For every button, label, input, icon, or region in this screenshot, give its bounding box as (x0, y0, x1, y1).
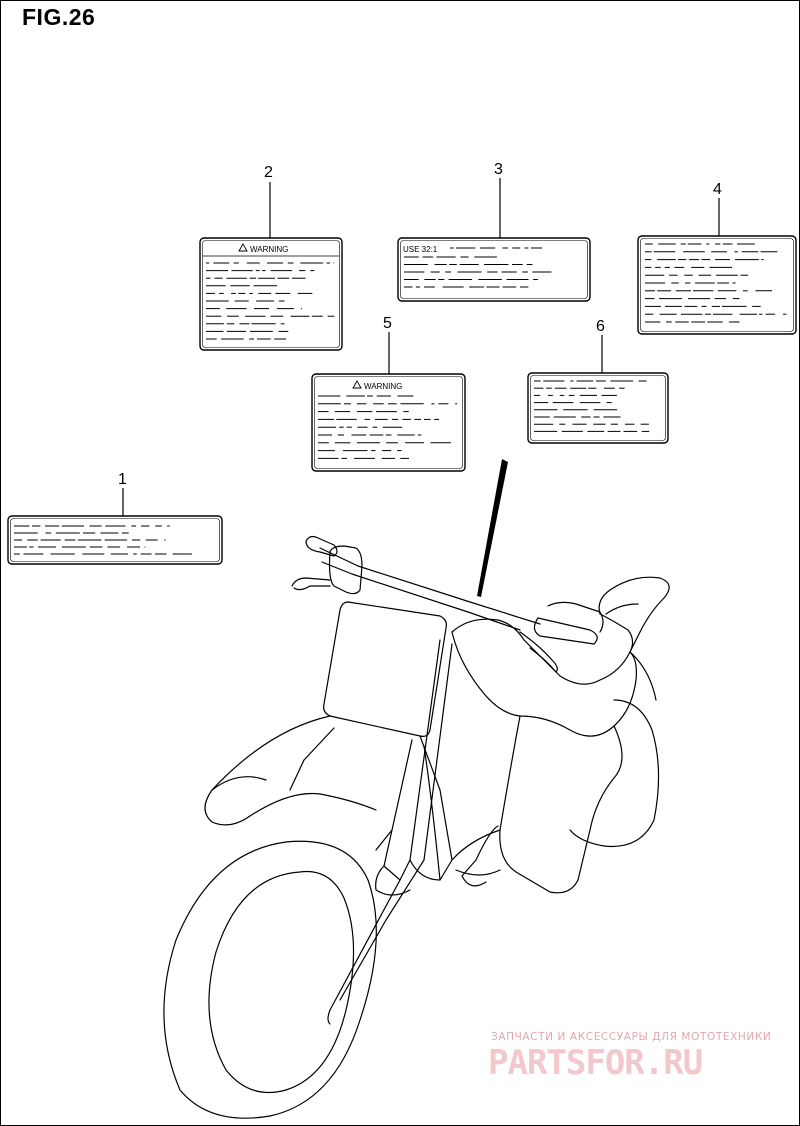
number-plate (323, 601, 447, 737)
front-tire (163, 840, 377, 1119)
label-4 (637, 235, 797, 335)
label-3-text-lines-body (404, 256, 552, 288)
front-rim (208, 870, 355, 1094)
rear-fender (598, 576, 670, 653)
label-1-text-lines (14, 525, 192, 555)
label-6 (527, 372, 669, 444)
fuel-tank (451, 613, 634, 685)
handlebar-lower (321, 561, 521, 631)
side-panel (569, 699, 660, 848)
callout-number-5: 5 (383, 315, 392, 332)
callout-number-4: 4 (713, 181, 722, 198)
watermark-tagline: ЗАПЧАСТИ И АКСЕССУАРЫ ДЛЯ МОТОТЕХНИКИ (491, 1031, 772, 1043)
callout-number-2: 2 (264, 164, 273, 181)
label-3-header: USE 32:1 (403, 245, 438, 254)
handlebar (319, 547, 541, 625)
radiator-shroud (499, 715, 623, 894)
left-grip (305, 535, 338, 557)
clutch-perch (328, 545, 363, 595)
label-5-text-lines (318, 395, 457, 459)
right-grip (533, 617, 598, 645)
callout-number-3: 3 (494, 161, 503, 178)
pointer-arrow (477, 459, 508, 597)
label-5-header: WARNING (364, 382, 402, 391)
front-fender (204, 776, 377, 826)
label-6-text-lines (534, 380, 650, 432)
left-lever (291, 577, 331, 587)
label-2-header: WARNING (250, 245, 288, 254)
fork-lower (327, 879, 401, 1025)
callout-number-1: 1 (118, 471, 127, 488)
label-2-text-lines (206, 262, 335, 340)
label-5: WARNING (311, 373, 466, 472)
leader-lines (122, 178, 720, 516)
fork-left (383, 639, 441, 881)
callout-number-6: 6 (596, 318, 605, 335)
throttle-housing (547, 601, 604, 633)
label-1 (7, 515, 223, 565)
motorcycle-outline (163, 535, 670, 1119)
watermark-logo: PARTSFOR.RU (488, 1043, 703, 1083)
label-3: USE 32:1 (397, 237, 591, 302)
figure-title: FIG.26 (22, 4, 96, 30)
label-2: WARNING (199, 237, 343, 351)
warning-triangle-icon (238, 243, 248, 252)
warning-triangle-icon (352, 380, 362, 389)
label-4-text-lines (645, 243, 787, 323)
